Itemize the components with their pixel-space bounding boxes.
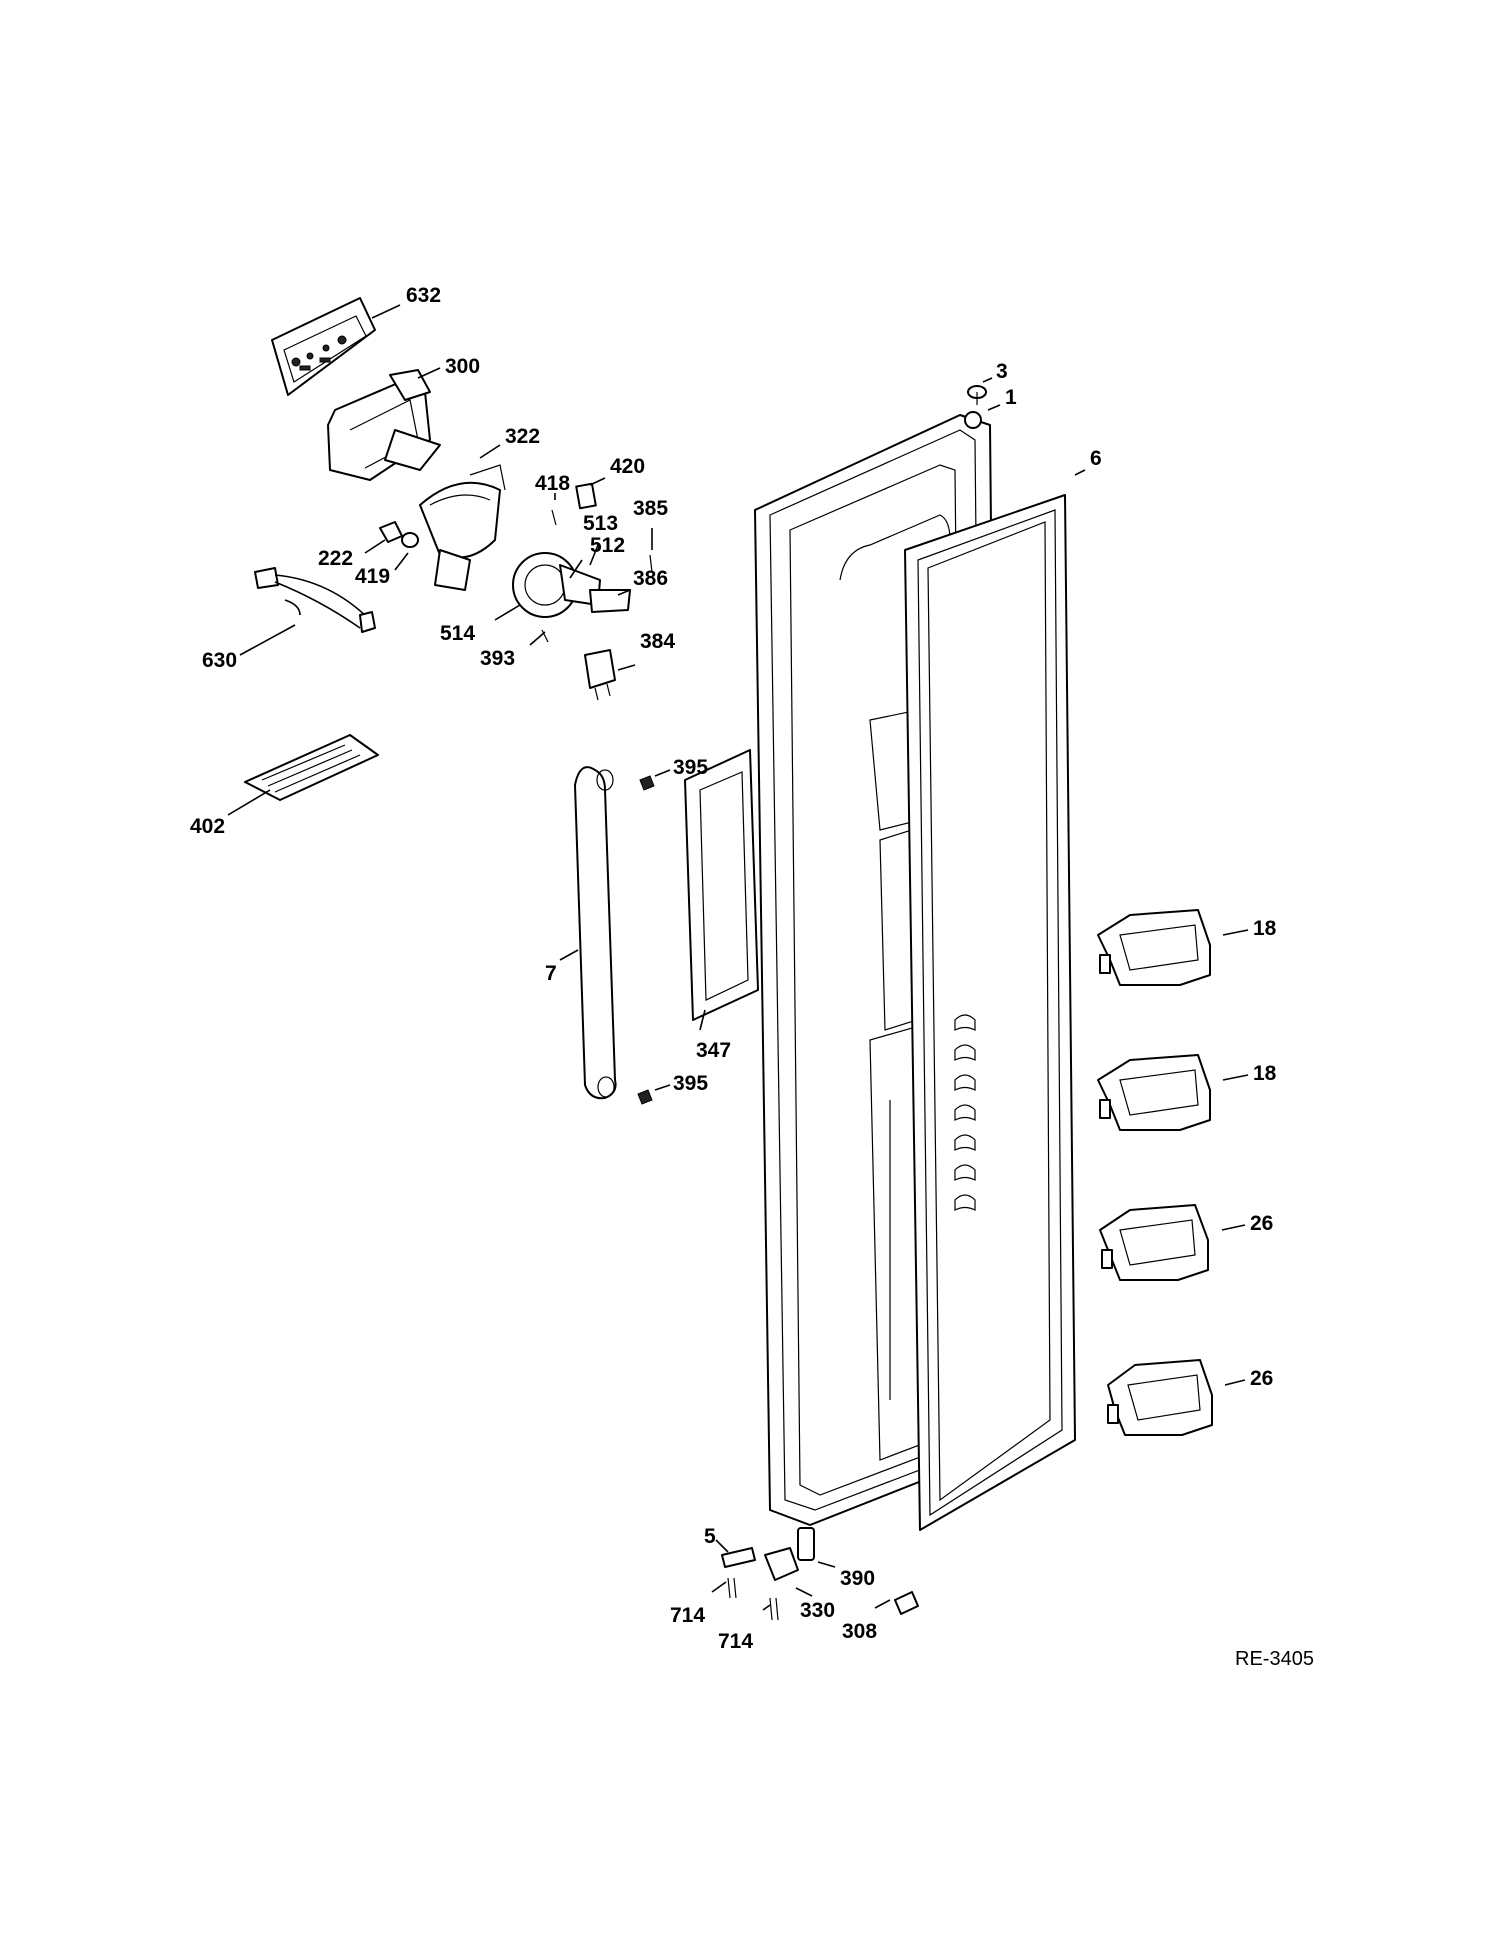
part-393-spring — [541, 629, 549, 643]
part-18-door-bin-upper — [1097, 909, 1211, 986]
callout-630: 630 — [202, 649, 237, 672]
callout-330: 330 — [800, 1599, 835, 1622]
part-26-door-bin-upper — [1099, 1204, 1209, 1281]
part-26-door-bin-lower — [1107, 1359, 1213, 1436]
part-385-spring — [649, 554, 653, 573]
drawing-reference: RE-3405 — [1235, 1648, 1314, 1670]
part-308-pin — [894, 1591, 919, 1615]
part-6-door-gasket — [904, 494, 1076, 1531]
callout-5: 5 — [704, 1525, 716, 1548]
part-7-handle — [574, 766, 617, 1100]
callout-18-lower: 18 — [1253, 1062, 1277, 1085]
callout-300: 300 — [445, 355, 480, 378]
callout-384: 384 — [640, 630, 675, 653]
part-222-419-small-parts — [379, 521, 419, 548]
callout-308: 308 — [842, 1620, 877, 1643]
shelf-detents — [954, 1014, 976, 1211]
callout-6: 6 — [1090, 447, 1102, 470]
leader-lines — [227, 304, 1249, 1611]
callout-395-bottom: 395 — [673, 1072, 708, 1095]
callout-714-left: 714 — [670, 1604, 705, 1627]
part-390-bushing — [797, 1527, 815, 1561]
callout-7: 7 — [545, 962, 557, 985]
callout-3: 3 — [996, 360, 1008, 383]
part-300-dispenser-housing — [327, 369, 441, 481]
part-630-wire-harness — [254, 567, 376, 633]
callout-395-top: 395 — [673, 756, 708, 779]
callout-18-upper: 18 — [1253, 917, 1277, 940]
callout-322: 322 — [505, 425, 540, 448]
part-322-ice-chute — [419, 464, 506, 591]
callout-420: 420 — [610, 455, 645, 478]
callout-418: 418 — [535, 472, 570, 495]
callout-419: 419 — [355, 565, 390, 588]
part-418-pin — [551, 509, 557, 526]
part-18-door-bin-lower — [1097, 1054, 1211, 1131]
part-632-control-panel — [271, 297, 376, 396]
part-395-screws — [637, 775, 655, 1105]
callout-513: 513 — [583, 512, 618, 535]
callout-347: 347 — [696, 1039, 731, 1062]
part-5-hinge-plate — [721, 1547, 756, 1568]
callout-393: 393 — [480, 647, 515, 670]
callout-512: 512 — [590, 534, 625, 557]
callout-390: 390 — [840, 1567, 875, 1590]
callout-386: 386 — [633, 567, 668, 590]
part-384-solenoid — [584, 649, 616, 701]
callout-26-upper: 26 — [1250, 1212, 1273, 1235]
part-402-drip-tray — [244, 734, 379, 801]
callout-514: 514 — [440, 622, 475, 645]
callout-714-right: 714 — [718, 1630, 753, 1653]
callout-labels: 632 300 322 420 418 385 513 512 386 222 … — [190, 284, 1277, 1653]
callout-632: 632 — [406, 284, 441, 307]
part-347-frame — [684, 749, 759, 1021]
callout-385: 385 — [633, 497, 668, 520]
part-420-switch — [575, 482, 597, 510]
part-3-cap — [967, 385, 987, 405]
callout-222: 222 — [318, 547, 353, 570]
callout-402: 402 — [190, 815, 225, 838]
part-512-513-514-mechanism — [512, 552, 631, 618]
part-714-screws — [727, 1577, 779, 1621]
callout-26-lower: 26 — [1250, 1367, 1273, 1390]
callout-1: 1 — [1005, 386, 1017, 409]
part-330-hinge-bracket — [764, 1547, 799, 1581]
